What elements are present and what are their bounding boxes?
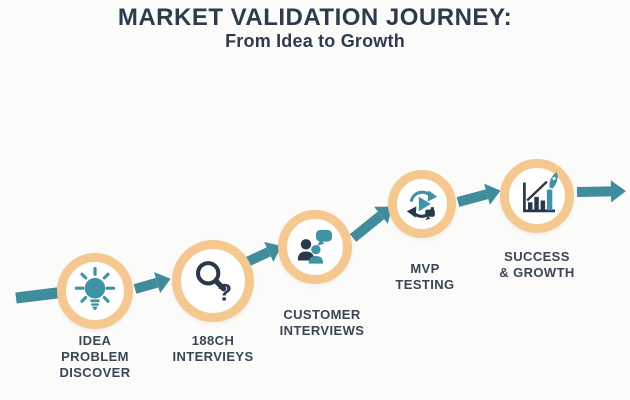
iterate-play-icon — [406, 190, 438, 220]
lightbulb-icon — [74, 267, 116, 310]
step-circle-success-growth — [500, 159, 574, 233]
step-circle-mvp-testing — [388, 170, 456, 238]
entry-line-segment — [15, 287, 59, 304]
step-label-mvp-testing: MVP TESTING — [395, 261, 455, 292]
step-circle-customer-interviews — [278, 210, 352, 284]
step-label-success-growth: SUCCESS & GROWTH — [499, 249, 575, 280]
step-circle-research: ? — [172, 240, 254, 322]
svg-text:?: ? — [217, 279, 232, 306]
arrow-step1-step2 — [133, 272, 171, 294]
arrow-step4-step5 — [456, 183, 501, 207]
step-label-customer-interviews: CUSTOMER INTERVIEWS — [279, 307, 365, 338]
step-label-idea: IDEA PROBLEM DISCOVER — [59, 333, 131, 380]
step-circle-idea — [57, 253, 133, 329]
step-label-research: 188CH INTERVIEYS — [172, 333, 254, 364]
diagram-title: MARKET VALIDATION JOURNEY: — [117, 4, 513, 31]
people-chat-icon — [297, 229, 333, 264]
exit-arrow — [576, 180, 626, 203]
diagram-subtitle: From Idea to Growth — [225, 31, 405, 51]
magnifier-question-icon: ? — [195, 261, 232, 306]
growth-chart-rocket-icon — [523, 172, 558, 213]
